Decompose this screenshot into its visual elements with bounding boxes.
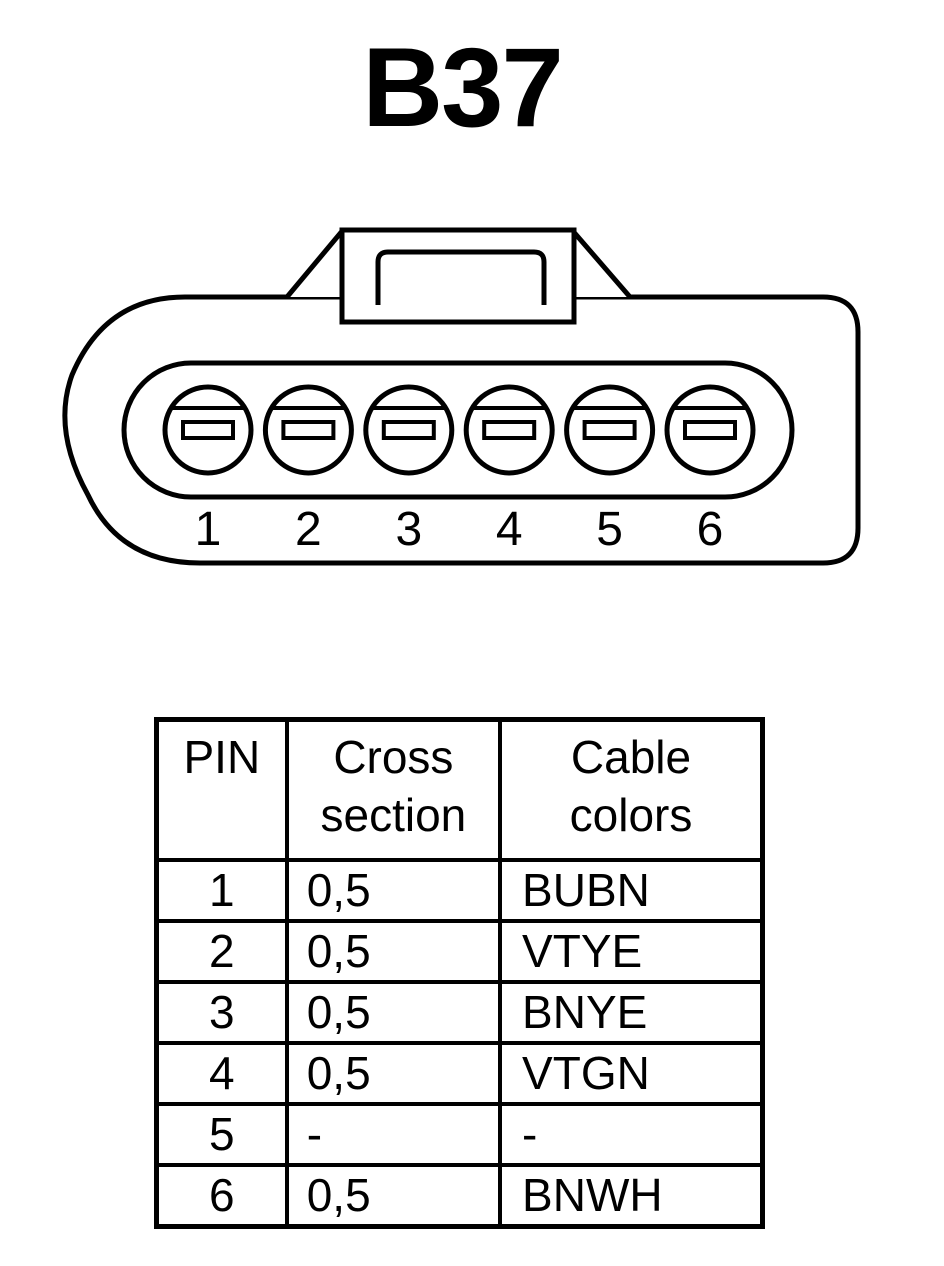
pin-contact	[482, 420, 537, 440]
pin-number-label: 4	[496, 503, 523, 556]
pin-contact	[381, 420, 436, 440]
cell-cable-color: VTGN	[498, 1041, 765, 1106]
cell-pin: 4	[154, 1041, 289, 1106]
cell-pin: 2	[154, 919, 289, 984]
table-row: 4 0,5 VTGN	[154, 1041, 765, 1106]
pin-contact	[582, 420, 637, 440]
locking-tab-window	[375, 249, 547, 305]
cell-cross-section: 0,5	[284, 1163, 503, 1229]
table-header-row: PIN Cross section Cable colors	[154, 717, 765, 862]
header-color-line2: colors	[569, 789, 693, 841]
table-row: 3 0,5 BNYE	[154, 980, 765, 1045]
cell-cable-color: BNYE	[498, 980, 765, 1045]
cell-pin: 1	[154, 858, 289, 923]
header-cross-section: Cross section	[284, 717, 503, 862]
pin-number-label: 2	[295, 503, 322, 556]
cell-cable-color: -	[498, 1102, 765, 1167]
header-cross-line2: section	[320, 789, 467, 841]
cell-cross-section: 0,5	[284, 919, 503, 984]
pin-contact	[181, 420, 235, 440]
header-pin-label: PIN	[183, 731, 261, 783]
header-color-line1: Cable	[570, 731, 692, 783]
cell-cross-section: -	[284, 1102, 503, 1167]
pin-table: PIN Cross section Cable colors 1 0,5 BUB…	[154, 717, 765, 1229]
cell-cross-section: 0,5	[284, 858, 503, 923]
cell-cable-color: BNWH	[498, 1163, 765, 1229]
pin-number-label: 3	[395, 503, 422, 556]
header-cross-line1: Cross	[333, 731, 454, 783]
pin-number-label: 1	[195, 503, 222, 556]
header-pin: PIN	[154, 717, 289, 862]
cell-cable-color: VTYE	[498, 919, 765, 984]
cell-pin: 3	[154, 980, 289, 1045]
pin-number-label: 6	[697, 503, 724, 556]
locking-tab-frame	[339, 227, 577, 325]
pin-contact	[683, 420, 737, 440]
table-row: 2 0,5 VTYE	[154, 919, 765, 984]
connector-title: B37	[362, 25, 563, 150]
cell-pin: 6	[154, 1163, 289, 1229]
cell-cable-color: BUBN	[498, 858, 765, 923]
table-row: 6 0,5 BNWH	[154, 1163, 765, 1229]
table-row: 5 - -	[154, 1102, 765, 1167]
pin-contact	[281, 420, 336, 440]
header-cable-colors: Cable colors	[498, 717, 765, 862]
connector-diagram: 1 2 3 4 5 6	[62, 227, 861, 566]
pin-number-label: 5	[596, 503, 623, 556]
table-row: 1 0,5 BUBN	[154, 858, 765, 923]
cell-cross-section: 0,5	[284, 1041, 503, 1106]
cell-pin: 5	[154, 1102, 289, 1167]
cell-cross-section: 0,5	[284, 980, 503, 1045]
